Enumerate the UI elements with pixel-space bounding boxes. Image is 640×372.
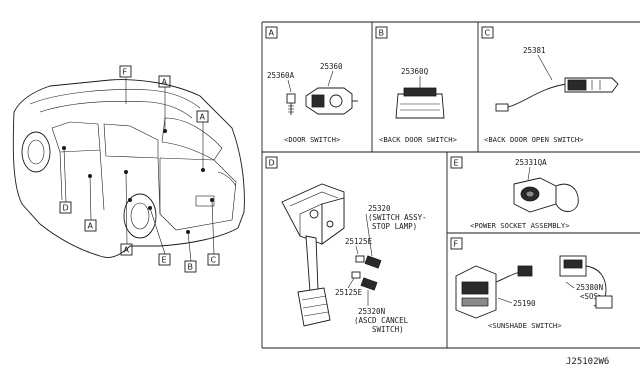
panel-c-caption: <BACK DOOR OPEN SWITCH> bbox=[484, 135, 584, 144]
callout-a-rear: A bbox=[200, 113, 206, 122]
vehicle-illustration bbox=[12, 79, 245, 258]
panel-c-letter: C bbox=[485, 29, 491, 38]
power-socket bbox=[513, 177, 579, 213]
callout-a-rear-door: A bbox=[124, 246, 130, 255]
stop-lamp-switch bbox=[355, 213, 382, 269]
part-25190-label: 25190 bbox=[513, 299, 536, 308]
door-switch bbox=[305, 87, 358, 115]
panel-a: A 25360A 25360 <DOOR SWITCH> bbox=[265, 26, 358, 144]
callout-c: C bbox=[211, 256, 217, 265]
panel-b: B 25360Q <BACK DOOR SWITCH> bbox=[375, 26, 458, 144]
part-25360-label: 25360 bbox=[320, 62, 343, 71]
part-25331qa-label: 25331QA bbox=[515, 158, 547, 167]
part-25320n-desc-1: (ASCD CANCEL bbox=[354, 316, 409, 325]
back-door-open-switch bbox=[495, 77, 619, 112]
back-door-switch bbox=[395, 87, 445, 119]
panel-d-letter: D bbox=[269, 159, 275, 168]
panel-b-letter: B bbox=[379, 29, 385, 38]
door-switch-screw bbox=[286, 93, 296, 115]
callout-d: D bbox=[63, 204, 69, 213]
panel-f-caption: <SUNSHADE SWITCH> bbox=[488, 321, 562, 330]
panel-a-caption: <DOOR SWITCH> bbox=[284, 135, 341, 144]
part-25380n-label: 25380N bbox=[576, 283, 603, 292]
brake-pedal-assembly bbox=[281, 183, 345, 327]
panel-e-letter: E bbox=[454, 159, 459, 168]
part-25320-desc-2: STOP LAMP) bbox=[372, 222, 417, 231]
part-25320-desc-1: (SWITCH ASSY- bbox=[368, 213, 427, 222]
panel-e-caption: <POWER SOCKET ASSEMBLY> bbox=[470, 221, 570, 230]
part-25320-label: 25320 bbox=[368, 204, 391, 213]
part-sos-label: <SOS> bbox=[580, 292, 603, 301]
panel-d: D 25320 (SWITCH ASSY- STOP LAMP) 25125E … bbox=[265, 156, 427, 334]
panel-grid bbox=[261, 21, 640, 349]
panel-f-letter: F bbox=[454, 240, 459, 249]
sunshade-switch bbox=[455, 265, 533, 319]
part-25360a-label: 25360A bbox=[267, 71, 295, 80]
callout-a-roof: A bbox=[162, 78, 168, 87]
callout-e: E bbox=[162, 256, 167, 265]
panel-b-caption: <BACK DOOR SWITCH> bbox=[379, 135, 458, 144]
ascd-cancel-switch bbox=[347, 271, 378, 306]
figure-code: J25102W6 bbox=[566, 357, 609, 367]
part-25320n-desc-2: SWITCH) bbox=[372, 325, 404, 334]
panel-f: F 25190 25380N <SOS> <SUNSHADE SWITCH> bbox=[450, 237, 613, 330]
panel-e: E 25331QA <POWER SOCKET ASSEMBLY> bbox=[450, 156, 579, 230]
vehicle-callouts: F A A D A A E B C bbox=[59, 65, 220, 273]
part-25320n-label: 25320N bbox=[358, 307, 385, 316]
part-25125e-label-lower: 25125E bbox=[335, 288, 363, 297]
callout-f: F bbox=[123, 68, 128, 77]
sos-switch bbox=[559, 255, 613, 309]
callout-a-front-door: A bbox=[88, 222, 94, 231]
part-25381-label: 25381 bbox=[523, 46, 546, 55]
part-25125e-label-upper: 25125E bbox=[345, 237, 373, 246]
callout-b: B bbox=[188, 263, 194, 272]
part-25360q-label: 25360Q bbox=[401, 67, 429, 76]
panel-c: C 25381 <BACK DOOR OPEN SWITCH> bbox=[481, 26, 619, 144]
panel-a-letter: A bbox=[269, 29, 275, 38]
